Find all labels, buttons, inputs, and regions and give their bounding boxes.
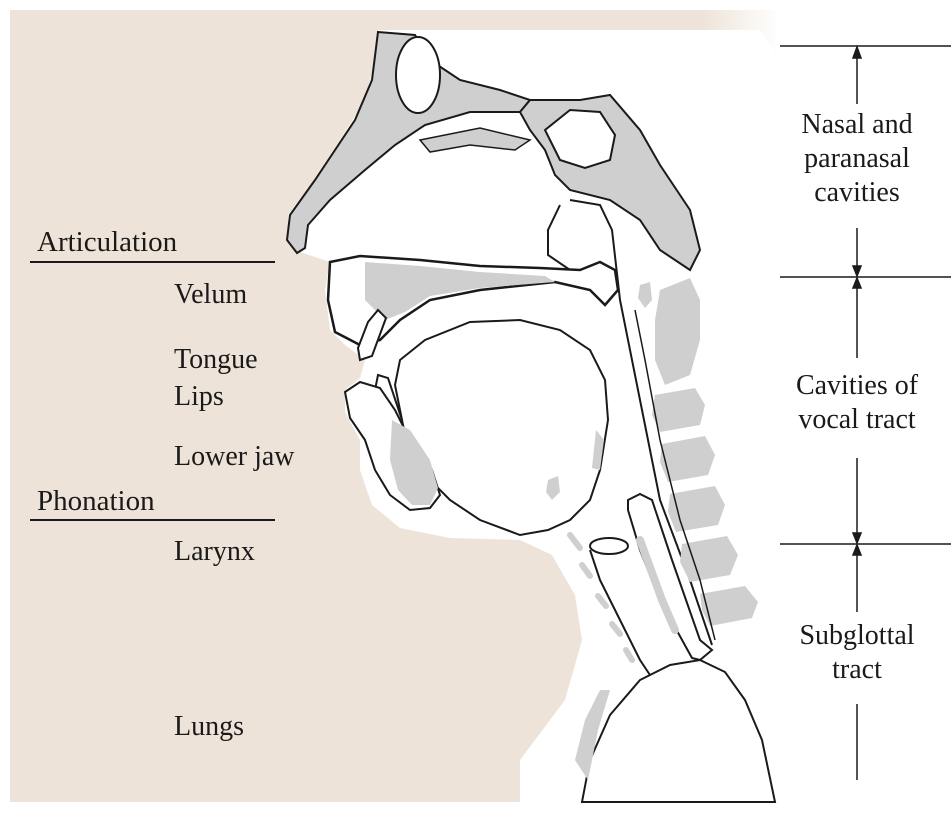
orbit xyxy=(396,37,440,113)
subglottal-line-1: Subglottal xyxy=(772,619,942,653)
vertebra-5 xyxy=(680,536,738,582)
lower-jaw-label: Lower jaw xyxy=(174,443,295,471)
lungs-label: Lungs xyxy=(174,713,244,741)
subglottal-line-2: tract xyxy=(772,653,942,687)
tongue-label: Tongue xyxy=(174,346,258,374)
lips-label: Lips xyxy=(174,383,224,411)
subglottal-tract-label: Subglottal tract xyxy=(772,619,942,687)
vertebra-2 xyxy=(652,388,705,432)
vocal-tract-label: Cavities of vocal tract xyxy=(772,369,942,437)
nasal-line-1: Nasal and xyxy=(772,108,942,142)
phonation-heading: Phonation xyxy=(37,487,155,516)
nasal-cavities-label: Nasal and paranasal cavities xyxy=(772,108,942,210)
larynx-label: Larynx xyxy=(174,538,255,566)
velum-label: Velum xyxy=(174,281,247,309)
vocal-folds xyxy=(590,538,628,554)
articulation-heading: Articulation xyxy=(37,228,177,257)
nasal-line-2: paranasal xyxy=(772,142,942,176)
vocal-line-1: Cavities of xyxy=(772,369,942,403)
vocal-line-2: vocal tract xyxy=(772,403,942,437)
nasal-line-3: cavities xyxy=(772,176,942,210)
